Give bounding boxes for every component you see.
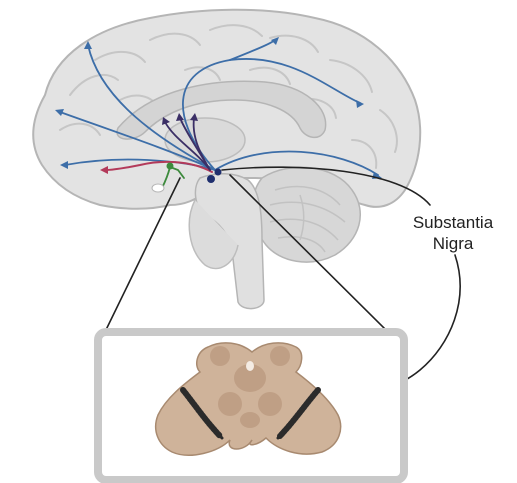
pituitary (152, 184, 164, 192)
substantia-nigra-dot (207, 175, 215, 183)
substantia-nigra-label: Substantia Nigra (398, 212, 508, 254)
green-nucleus (167, 163, 174, 170)
vta-dot (215, 169, 222, 176)
aqueduct (246, 361, 254, 371)
label-line-1: Substantia (398, 212, 508, 233)
label-line-2: Nigra (398, 233, 508, 254)
midbrain-cross-section (98, 332, 404, 480)
